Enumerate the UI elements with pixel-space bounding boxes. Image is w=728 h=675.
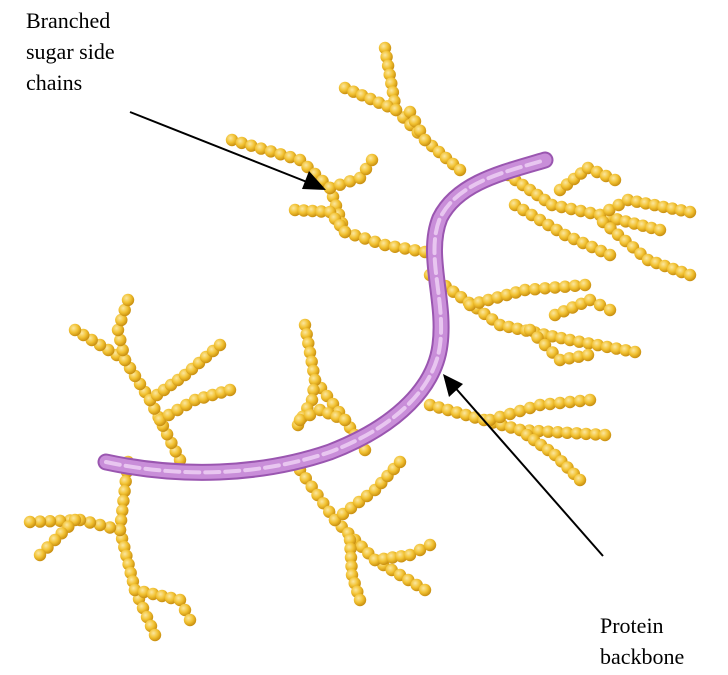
sugar-bead: [684, 206, 696, 218]
sugar-bead: [224, 384, 236, 396]
sugar-chain-branch: [69, 324, 186, 466]
sugar-bead: [604, 304, 616, 316]
sugar-chains-arrow: [130, 112, 312, 184]
sugar-side-chains-label: Branched sugar side chains: [26, 5, 115, 98]
sugar-label-line-1: Branched: [26, 5, 115, 36]
sugar-chain-branch: [324, 154, 378, 194]
sugar-chain-branch: [484, 394, 596, 426]
sugar-bead: [339, 226, 351, 238]
sugar-chain-branch: [294, 464, 431, 596]
sugar-label-line-3: chains: [26, 67, 115, 98]
sugar-bead: [582, 349, 594, 361]
sugar-bead: [574, 474, 586, 486]
sugar-bead: [366, 154, 378, 166]
sugar-bead: [354, 594, 366, 606]
sugar-bead: [419, 584, 431, 596]
sugar-side-chains: [24, 42, 696, 641]
sugar-bead: [629, 346, 641, 358]
protein-backbone-label: Protein backbone: [600, 610, 684, 672]
sugar-bead: [34, 549, 46, 561]
sugar-bead: [609, 174, 621, 186]
sugar-chain-branch: [554, 162, 621, 196]
sugar-bead: [394, 456, 406, 468]
sugar-bead: [579, 279, 591, 291]
sugar-label-line-2: sugar side: [26, 36, 115, 67]
sugar-bead: [424, 539, 436, 551]
sugar-chain-branch: [114, 456, 161, 641]
sugar-chain-branch: [369, 539, 436, 566]
sugar-bead: [419, 134, 431, 146]
sugar-bead: [390, 104, 402, 116]
sugar-bead: [122, 294, 134, 306]
sugar-bead: [684, 269, 696, 281]
sugar-bead: [69, 324, 81, 336]
sugar-bead: [339, 414, 351, 426]
sugar-bead: [454, 164, 466, 176]
sugar-chain-branch: [549, 294, 616, 321]
protein-label-line-2: backbone: [600, 641, 684, 672]
sugar-bead: [654, 224, 666, 236]
sugar-chain-branch: [329, 456, 406, 526]
sugar-bead: [604, 249, 616, 261]
sugar-bead: [149, 629, 161, 641]
sugar-bead: [24, 516, 36, 528]
protein-label-line-1: Protein: [600, 610, 684, 641]
sugar-bead: [599, 429, 611, 441]
sugar-bead: [184, 614, 196, 626]
sugar-bead: [584, 394, 596, 406]
sugar-bead: [214, 339, 226, 351]
